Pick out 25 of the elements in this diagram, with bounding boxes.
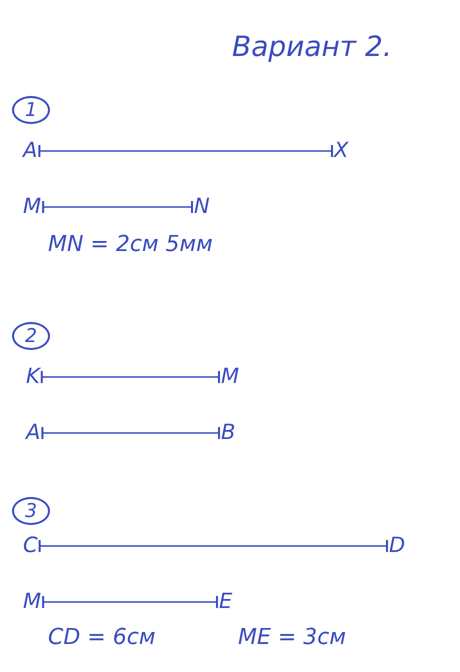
point-label: M (22, 194, 42, 218)
point-label: K (25, 364, 41, 388)
point-label: M (220, 364, 240, 388)
line-segment (41, 426, 220, 440)
measurement-note: ME = 3см (238, 625, 346, 650)
point-label: A (22, 138, 38, 162)
line-segment (38, 539, 388, 553)
point-label: M (22, 589, 42, 613)
line-segment (38, 144, 333, 158)
circled-number: 2 (12, 322, 50, 350)
point-label: B (220, 420, 236, 444)
point-label: N (193, 194, 211, 218)
point-label: C (22, 533, 39, 557)
measurement-note: CD = 6см (48, 625, 156, 650)
point-label: E (218, 589, 234, 613)
circled-number: 3 (12, 497, 50, 525)
line-segment (42, 200, 193, 214)
point-label: D (388, 533, 406, 557)
point-label: X (333, 138, 350, 162)
line-segment (42, 595, 218, 609)
title: Вариант 2. (232, 30, 392, 63)
circled-number: 1 (12, 96, 50, 124)
measurement-note: MN = 2см 5мм (48, 232, 213, 257)
point-label: A (25, 420, 42, 444)
line-segment (40, 370, 220, 384)
